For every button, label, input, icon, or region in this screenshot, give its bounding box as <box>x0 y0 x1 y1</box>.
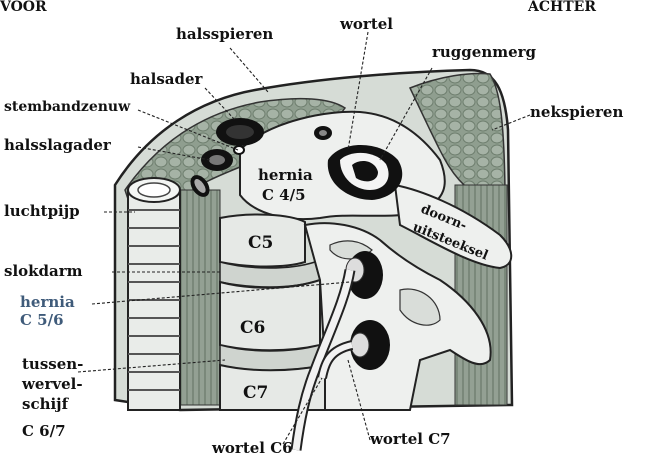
label-luchtpijp: luchtpijp <box>4 202 80 220</box>
label-halsader: halsader <box>130 70 203 88</box>
label-c5: C5 <box>248 233 273 253</box>
vertebra-c5 <box>219 213 306 268</box>
vertebra-c6 <box>219 278 321 352</box>
label-slokdarm: slokdarm <box>4 262 83 280</box>
label-nekspieren: nekspieren <box>530 103 624 121</box>
label-hernia-c45-line2: C 4/5 <box>262 186 306 204</box>
label-wortel-c6: wortel C6 <box>212 439 293 455</box>
label-voor: VOOR <box>0 0 47 15</box>
label-halsslagader: halsslagader <box>4 136 111 154</box>
trachea <box>127 177 181 411</box>
label-wortel-c7: wortel C7 <box>370 430 451 448</box>
label-hernia-c56-line1: hernia <box>20 293 75 311</box>
leader-lines <box>77 31 531 445</box>
longus-muscle <box>179 189 221 406</box>
label-tussenwervel-line2: wervel- <box>22 375 83 393</box>
label-tussenwervel-line3: schijf <box>22 395 69 413</box>
label-c6: C6 <box>240 318 265 338</box>
label-tussenwervel-line1: tussen- <box>22 355 84 373</box>
nekspieren-region <box>408 72 506 191</box>
label-wortel: wortel <box>340 15 393 33</box>
label-hernia-c56-line2: C 5/6 <box>20 311 64 329</box>
label-tussenwervel-line4: C 6/7 <box>22 422 66 440</box>
label-hernia-c45-line1: hernia <box>258 166 313 184</box>
spinous-process <box>393 183 513 270</box>
label-ruggenmerg: ruggenmerg <box>432 43 537 61</box>
label-halsspieren: halsspieren <box>176 25 274 43</box>
label-stembandzenuw: stembandzenuw <box>4 99 131 115</box>
label-achter: ACHTER <box>528 0 596 15</box>
label-c7: C7 <box>243 383 268 403</box>
